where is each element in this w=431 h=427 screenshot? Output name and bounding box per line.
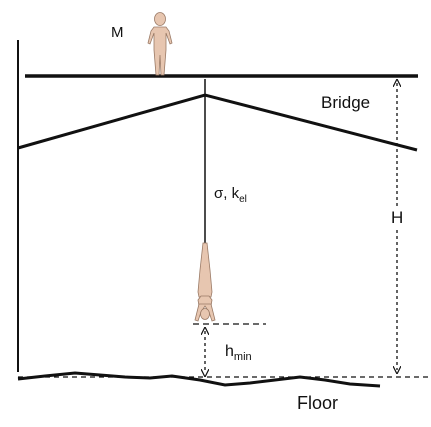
rope-label: σ, kel — [214, 185, 247, 205]
hmin-label: hmin — [225, 343, 252, 363]
hmin-main-text: h — [225, 343, 234, 360]
jumper-icon — [194, 242, 216, 322]
height-label: H — [389, 208, 406, 228]
standing-person-icon — [147, 12, 173, 76]
floor-label: Floor — [297, 393, 339, 413]
rope-sigma-text: σ, k — [214, 185, 240, 202]
rope-subscript: el — [239, 194, 247, 205]
floor-ground — [17, 371, 381, 388]
bridge-label: Bridge — [321, 93, 371, 112]
mass-label: M — [111, 24, 124, 41]
hmin-subscript: min — [233, 351, 252, 364]
